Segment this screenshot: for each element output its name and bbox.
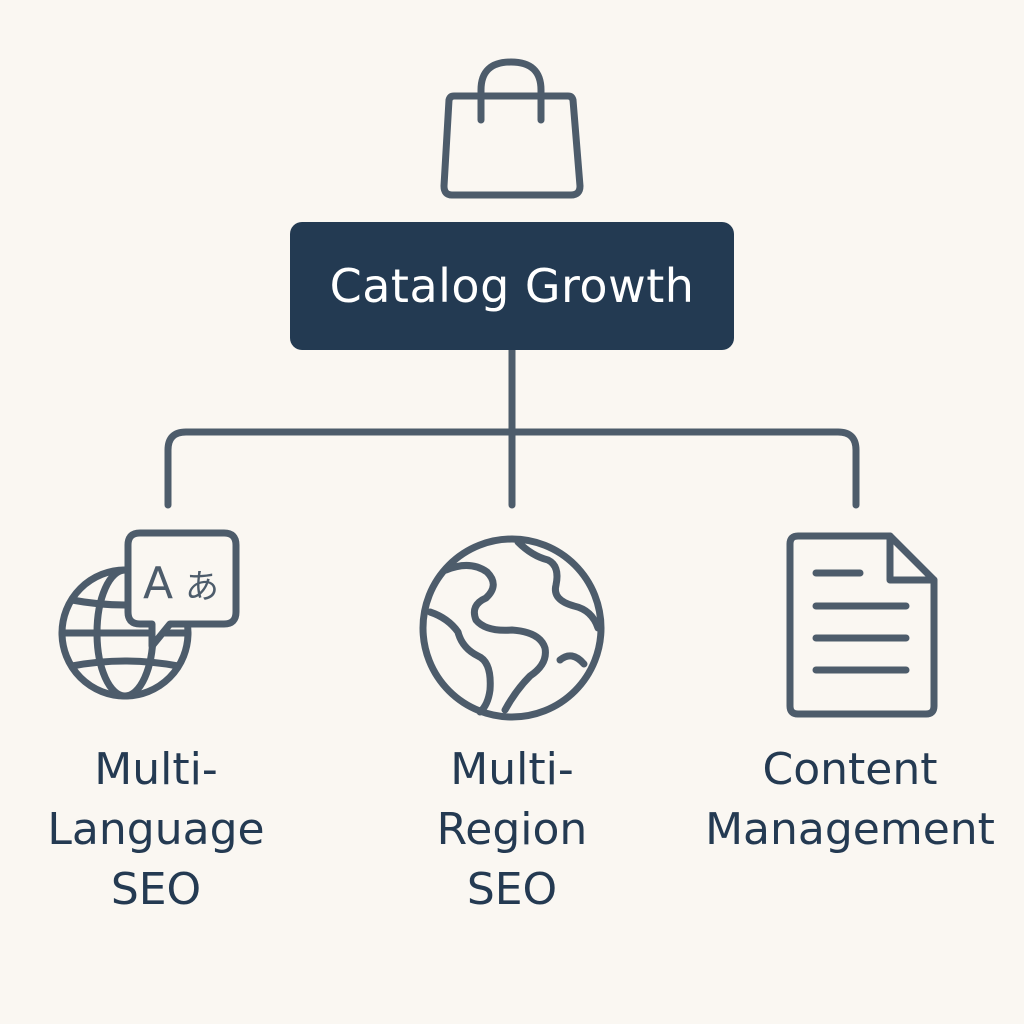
child-label-content-management: Content Management [705,744,995,855]
connector-horizontal [164,428,860,509]
earth-globe-icon [419,535,605,721]
shopping-bag-icon [440,58,584,199]
translate-latin-glyph: A [143,558,173,609]
root-label: Catalog Growth [329,259,695,313]
translate-globe-icon: A あ [58,529,240,700]
translate-kana-glyph: あ [185,567,219,607]
child-label-multi-region-seo: Multi- Region SEO [436,744,588,915]
child-label-multi-language-seo: Multi- Language SEO [47,744,265,915]
root-node: Catalog Growth [290,222,734,350]
document-icon [786,532,938,718]
